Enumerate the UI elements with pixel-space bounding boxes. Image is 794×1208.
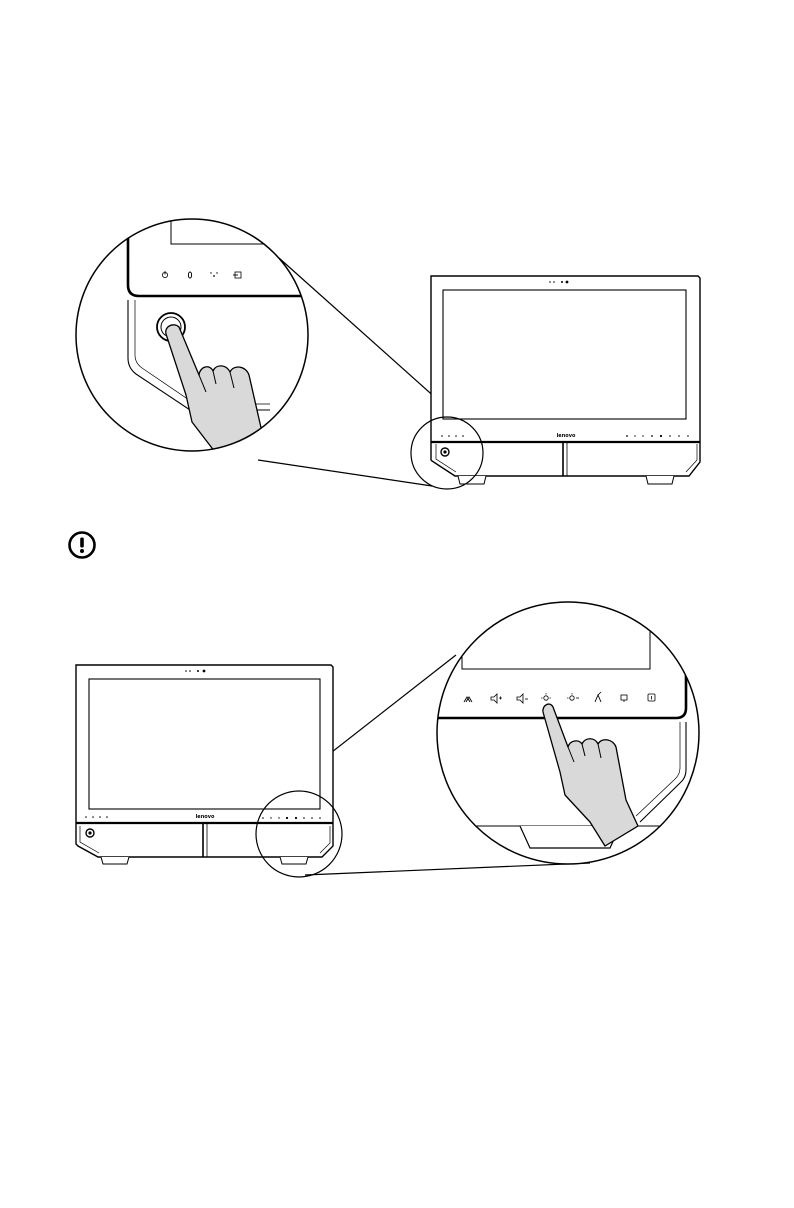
- monitor: lenovo: [431, 276, 700, 484]
- status-lights: [85, 816, 108, 818]
- touch-controls-row: [262, 817, 321, 819]
- monitor-screen: [443, 290, 686, 419]
- volume-up-icon[interactable]: [491, 694, 502, 703]
- mute-icon[interactable]: [464, 697, 472, 702]
- figure-power-button: lenovo: [0, 0, 794, 600]
- zoom-connector-bottom: [305, 863, 590, 875]
- power-button[interactable]: [86, 829, 94, 837]
- zoom-connector-bottom: [258, 460, 432, 486]
- monitor-screen: [89, 679, 320, 809]
- zoom-connector-top: [268, 655, 456, 802]
- camera-indicators: [185, 670, 205, 673]
- monitor: lenovo: [76, 665, 333, 864]
- brand-logo: lenovo: [196, 814, 215, 820]
- brightness-up-icon[interactable]: [541, 693, 551, 700]
- exclamation-circle-icon: [67, 530, 97, 560]
- volume-down-icon[interactable]: [517, 694, 528, 703]
- display-off-icon[interactable]: [621, 695, 627, 702]
- input-select-icon[interactable]: [648, 694, 655, 701]
- brightness-down-icon[interactable]: [567, 693, 579, 700]
- wireless-toggle-icon[interactable]: [595, 692, 601, 702]
- brand-logo: lenovo: [557, 433, 576, 439]
- detail-highlight-circle: [256, 791, 342, 877]
- pressing-finger-hand: [543, 704, 638, 846]
- touch-control-icons: [464, 692, 655, 703]
- magnified-view: [430, 598, 710, 878]
